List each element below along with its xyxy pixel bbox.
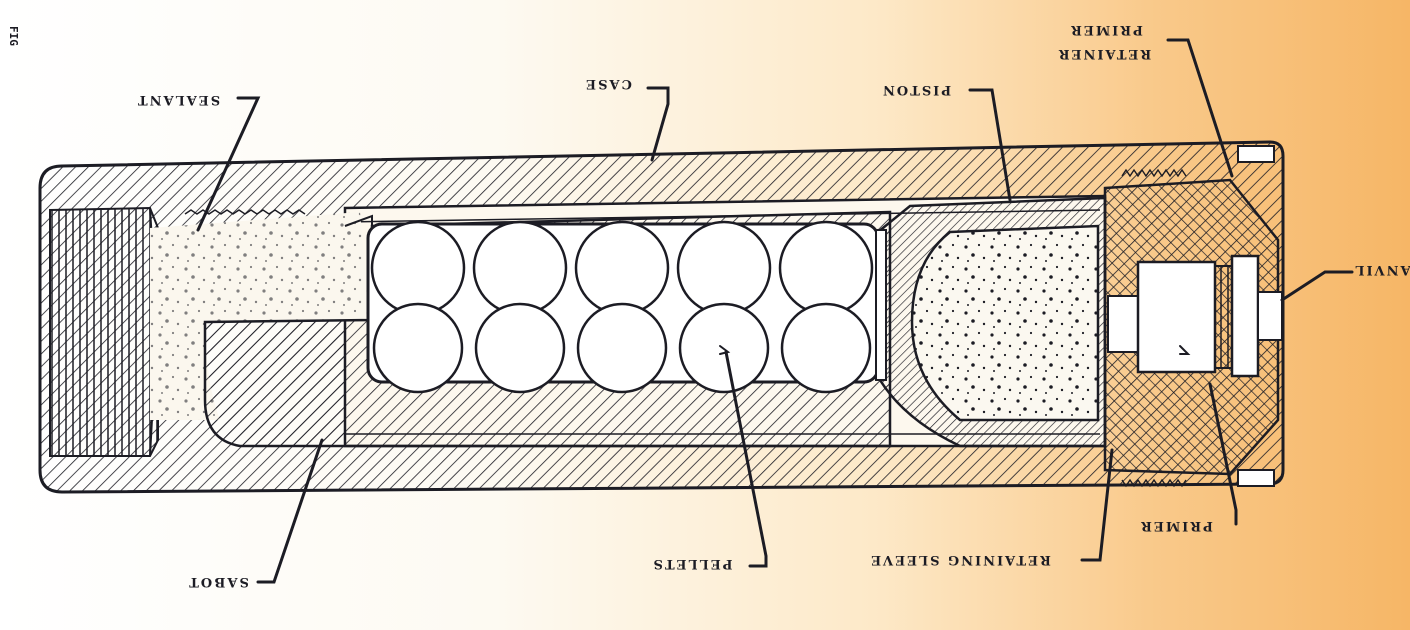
label-set: SEALANT CASE PISTON PRIMER RETAINER ANVI… bbox=[7, 22, 1410, 589]
pellet bbox=[372, 302, 464, 394]
leader-primer-retainer bbox=[1166, 38, 1234, 178]
leader-sabot bbox=[256, 438, 324, 584]
pellet bbox=[576, 302, 668, 394]
pellet bbox=[780, 302, 872, 394]
primer-retainer-label-line2: RETAINER bbox=[1057, 46, 1151, 61]
anvil-label: ANVIL bbox=[1353, 262, 1410, 277]
sealant-label: SEALANT bbox=[136, 92, 220, 107]
leader-case bbox=[646, 86, 670, 162]
pellet bbox=[676, 220, 772, 316]
primer-label: PRIMER bbox=[1139, 518, 1213, 533]
primer-retainer-label-line1: PRIMER bbox=[1069, 22, 1143, 37]
leader-lines bbox=[196, 38, 1354, 584]
pellet bbox=[472, 220, 568, 316]
leader-piston bbox=[968, 88, 1012, 202]
pellet bbox=[778, 220, 874, 316]
piston-label: PISTON bbox=[881, 82, 951, 97]
leader-pellets bbox=[724, 350, 768, 568]
pellet bbox=[574, 220, 670, 316]
case-label: CASE bbox=[584, 76, 632, 91]
edge-mark-label: FIG bbox=[7, 26, 20, 46]
leader-anvil bbox=[1280, 270, 1354, 302]
thread-region bbox=[49, 206, 159, 457]
leader-retaining-sleeve bbox=[1080, 448, 1114, 562]
pellet bbox=[474, 302, 566, 394]
sabot-label: SABOT bbox=[187, 574, 249, 589]
leader-sealant bbox=[196, 96, 261, 232]
leader-primer bbox=[1208, 382, 1238, 526]
primer-retainer-assembly bbox=[1103, 145, 1283, 488]
piston bbox=[875, 196, 1107, 448]
pellet bbox=[370, 220, 466, 316]
retaining-sleeve-label: RETAINING SLEEVE bbox=[869, 552, 1051, 567]
pellets-label: PELLETS bbox=[652, 556, 733, 571]
